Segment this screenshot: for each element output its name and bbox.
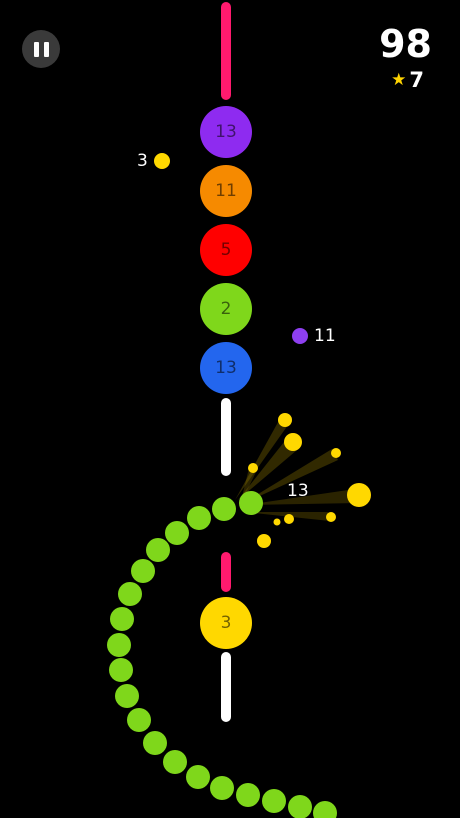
burst-particle [347, 483, 371, 507]
pickup-dot [153, 153, 170, 169]
burst-particle [284, 433, 302, 451]
star-count: 7 [409, 68, 424, 92]
wall-segment-pink-short [221, 552, 231, 592]
burst-particle [257, 534, 271, 548]
block-value: 13 [215, 358, 237, 378]
pause-icon-bar [43, 41, 49, 57]
burst-particle [273, 518, 281, 526]
block-11-orange: 11 [200, 165, 252, 217]
block-3-yellow: 3 [200, 597, 252, 649]
burst-particle [331, 448, 341, 458]
pickup-yellow: 3 [137, 151, 170, 171]
block-5-red: 5 [200, 224, 252, 276]
burst-particle [326, 512, 336, 522]
pause-button[interactable] [22, 30, 60, 68]
pickup-value: 11 [314, 326, 336, 346]
snake-length-label: 13 [287, 481, 309, 501]
block-value: 2 [220, 299, 232, 319]
wall-segment-white-1 [221, 398, 231, 476]
block-value: 11 [215, 181, 237, 201]
wall-segment-white-2 [221, 652, 231, 722]
block-value: 3 [220, 613, 232, 633]
star-counter: ★ 7 [391, 68, 424, 92]
wall-segment-top [221, 2, 231, 100]
star-icon: ★ [391, 70, 407, 90]
burst-particle [248, 463, 258, 473]
block-13-purple: 13 [200, 106, 252, 158]
block-value: 13 [215, 122, 237, 142]
pickup-purple: 11 [292, 326, 336, 346]
block-2-green: 2 [200, 283, 252, 335]
pause-icon [33, 41, 39, 57]
burst-particle [278, 413, 292, 427]
block-value: 5 [220, 240, 232, 260]
pickup-dot [292, 328, 308, 344]
block-13-blue: 13 [200, 342, 252, 394]
score: 98 [379, 22, 432, 66]
burst-particle [284, 514, 294, 524]
pickup-value: 3 [137, 151, 148, 171]
